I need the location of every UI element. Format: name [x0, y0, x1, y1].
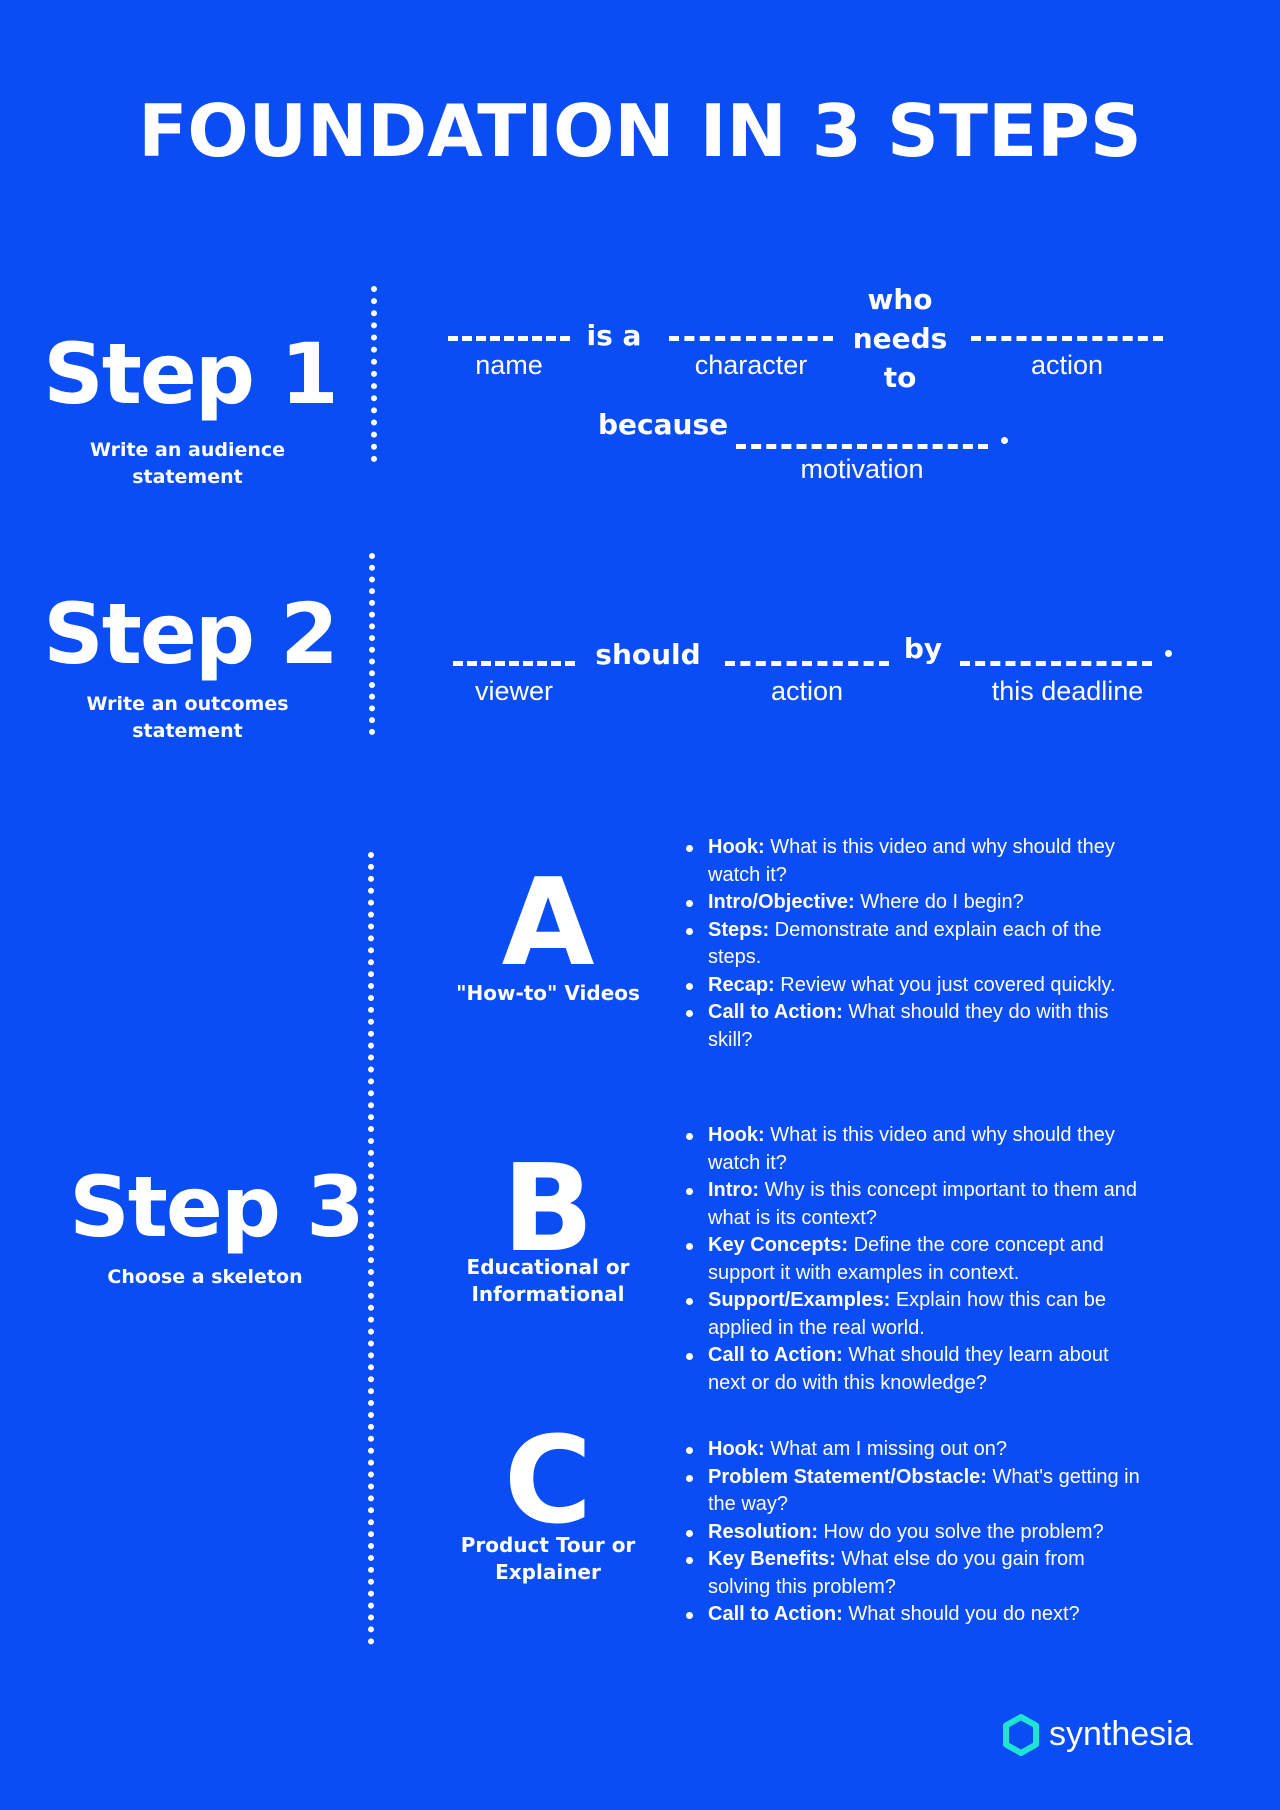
skeleton-b-name: Educational or Informational: [466, 1255, 630, 1306]
synthesia-logo-icon: [999, 1713, 1043, 1757]
step2-heading: Step 2: [43, 585, 338, 683]
list-item: Intro/Objective: Where do I begin?: [686, 889, 1148, 917]
step2-action-label: action: [770, 676, 844, 706]
step1-motivation-label: motivation: [800, 454, 924, 484]
step1-period: [1001, 437, 1008, 444]
step1-word-needs: needs: [852, 322, 948, 355]
list-item: Hook: What am I missing out on?: [686, 1436, 1148, 1464]
list-item: Call to Action: What should they do with…: [686, 999, 1148, 1054]
step3-divider: [368, 852, 374, 1645]
step1-word-is-a: is a: [586, 319, 642, 352]
skeleton-a-letter: A: [501, 854, 595, 993]
step2-period: [1165, 650, 1172, 657]
step2-action-blank: [725, 661, 889, 666]
skeleton-b-list: Hook: What is this video and why should …: [678, 1122, 1148, 1397]
step2-viewer-label: viewer: [474, 676, 554, 706]
step2-viewer-blank: [453, 661, 575, 666]
step1-divider: [371, 286, 377, 462]
step3-subtitle: Choose a skeleton: [107, 1266, 303, 1288]
list-item: Resolution: How do you solve the problem…: [686, 1519, 1148, 1547]
skeleton-c-name: Product Tour or Explainer: [460, 1533, 636, 1584]
step2-word-by: by: [903, 632, 943, 665]
step1-word-to: to: [883, 361, 917, 394]
list-item: Hook: What is this video and why should …: [686, 834, 1148, 889]
step3-heading: Step 3: [69, 1158, 364, 1256]
step1-heading: Step 1: [43, 325, 338, 423]
step2-divider: [369, 553, 375, 735]
list-item: Call to Action: What should they learn a…: [686, 1342, 1148, 1397]
step1-character-label: character: [694, 350, 808, 380]
skeleton-a-name: "How-to" Videos: [456, 981, 640, 1005]
step1-name-blank: [448, 336, 570, 341]
step1-action-label: action: [1030, 350, 1104, 380]
skeleton-b-letter: B: [502, 1140, 594, 1279]
step1-character-blank: [669, 336, 833, 341]
brand-name: synthesia: [1049, 1715, 1193, 1753]
list-item: Key Benefits: What else do you gain from…: [686, 1546, 1148, 1601]
list-item: Recap: Review what you just covered quic…: [686, 972, 1148, 1000]
list-item: Problem Statement/Obstacle: What's getti…: [686, 1464, 1148, 1519]
step1-name-label: name: [475, 350, 543, 380]
list-item: Support/Examples: Explain how this can b…: [686, 1287, 1148, 1342]
list-item: Key Concepts: Define the core concept an…: [686, 1232, 1148, 1287]
step1-action-blank: [971, 336, 1163, 341]
step1-word-who: who: [867, 283, 933, 316]
skeleton-c-letter: C: [503, 1412, 593, 1551]
page-title: FOUNDATION IN 3 STEPS: [138, 89, 1142, 173]
step1-motivation-blank: [736, 444, 988, 449]
step2-deadline-blank: [960, 661, 1152, 666]
skeleton-c-list: Hook: What am I missing out on? Problem …: [678, 1436, 1148, 1629]
list-item: Call to Action: What should you do next?: [686, 1601, 1148, 1629]
list-item: Hook: What is this video and why should …: [686, 1122, 1148, 1177]
step1-subtitle: Write an audience statement: [89, 439, 286, 488]
list-item: Steps: Demonstrate and explain each of t…: [686, 917, 1148, 972]
step2-subtitle: Write an outcomes statement: [86, 693, 289, 742]
step1-word-because: because: [598, 408, 729, 441]
list-item: Intro: Why is this concept important to …: [686, 1177, 1148, 1232]
step2-word-should: should: [595, 638, 701, 671]
skeleton-a-list: Hook: What is this video and why should …: [678, 834, 1148, 1054]
step2-deadline-label: this deadline: [991, 676, 1144, 706]
